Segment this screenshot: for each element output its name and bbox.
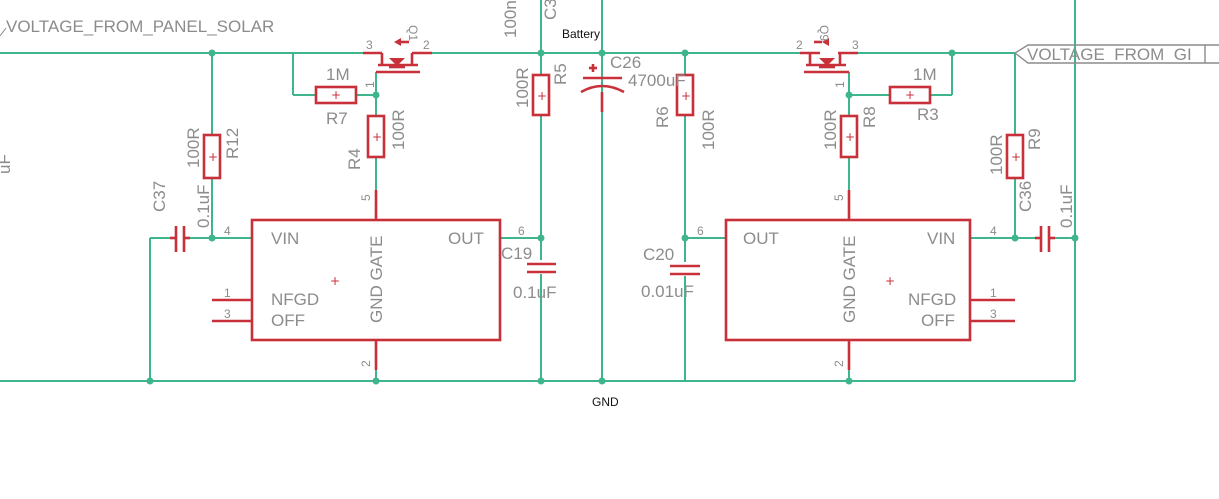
svg-text:+: +: [208, 150, 218, 164]
right-reg-vin-label: VIN: [927, 229, 955, 248]
left-reg-pin-vin: 4: [224, 224, 231, 238]
right-reg-pin-vin: 4: [990, 224, 997, 238]
right-reg-pin-gate: 5: [832, 194, 846, 201]
r7-name: R7: [326, 109, 348, 128]
svg-text:+: +: [331, 88, 341, 102]
c26-name: C26: [610, 53, 641, 72]
resistor-r3: + 1M R3: [888, 65, 939, 124]
right-reg-pin-out: 6: [697, 224, 704, 238]
left-reg-pin-gate: 5: [359, 194, 373, 201]
net-label-voltage-from-gi: VOLTAGE_FROM_GI: [1013, 44, 1219, 64]
r6-name: R6: [653, 106, 672, 128]
r6-value: 100R: [699, 109, 718, 150]
svg-text:+: +: [905, 88, 915, 102]
svg-text:VOLTAGE_FROM_GI: VOLTAGE_FROM_GI: [1027, 45, 1192, 64]
capacitor-c19: C19 0.1uF: [501, 244, 556, 302]
r5-name: R5: [551, 63, 570, 85]
c26-value: 4700uF: [628, 71, 686, 90]
svg-text:+: +: [845, 130, 855, 144]
q9-pin-3: 3: [852, 38, 859, 52]
r12-value: 100R: [184, 127, 203, 168]
right-reg-nfgd-label: NFGD: [908, 290, 956, 309]
q1-pin-3: 3: [366, 38, 373, 52]
left-reg-gndgate-label: GND GATE: [367, 235, 386, 323]
svg-text:+: +: [681, 89, 691, 103]
right-reg-off-label: OFF: [921, 311, 955, 330]
r8-value: 100R: [821, 109, 840, 150]
q1-pin-1: 1: [363, 81, 377, 88]
c36-name: C36: [1016, 181, 1035, 212]
c37-value: 0.1uF: [194, 185, 213, 228]
capacitor-c26: C26 4700uF: [580, 53, 686, 112]
q1-name: Q1: [406, 25, 420, 41]
r12-name: R12: [223, 128, 242, 159]
r8-name: R8: [860, 106, 879, 128]
resistor-r6: + 100R R6: [653, 73, 718, 150]
right-reg-out-label: OUT: [743, 229, 779, 248]
left-reg-vin-label: VIN: [271, 229, 299, 248]
c19-name: C19: [501, 244, 532, 263]
c37-name: C37: [150, 181, 169, 212]
junction-dots: [146, 49, 1079, 385]
right-reg-pin-nfgd: 1: [990, 286, 997, 300]
right-reg-origin-mark: +: [885, 274, 895, 288]
q9-pin-1: 1: [833, 81, 847, 88]
left-reg-out-label: OUT: [448, 229, 484, 248]
left-reg-off-label: OFF: [271, 311, 305, 330]
left-reg-pin-off: 3: [224, 307, 231, 321]
capacitor-c37: C37 0.1uF: [150, 181, 213, 252]
r9-name: R9: [1025, 128, 1044, 150]
svg-text:VOLTAGE_FROM_PANEL_SOLAR: VOLTAGE_FROM_PANEL_SOLAR: [6, 17, 274, 36]
svg-text:+: +: [1011, 150, 1021, 164]
net-label-gnd: GND: [592, 395, 619, 409]
resistor-r7: + 1M R7: [314, 65, 358, 128]
right-reg-pin-off: 3: [990, 307, 997, 321]
r4-name: R4: [345, 148, 364, 170]
right-regulator: OUT VIN NFGD OFF GND GATE + 6 5 4 1 3 2: [697, 190, 1015, 370]
r9-value: 100R: [987, 134, 1006, 175]
svg-text:+: +: [537, 89, 547, 103]
mosfet-q1: 3 2 1 Q1: [363, 25, 432, 88]
c3-name-partial: C3: [541, 0, 560, 20]
left-reg-pin-gnd: 2: [359, 360, 373, 367]
q9-name: Q9: [817, 25, 831, 41]
r7-value: 1M: [326, 65, 350, 84]
left-reg-origin-mark: +: [330, 274, 340, 288]
c20-value: 0.01uF: [641, 282, 694, 301]
resistor-r4: + 100R R4: [345, 109, 408, 170]
left-edge-partial-value: uF: [0, 154, 14, 174]
net-label-voltage-from-panel-solar: VOLTAGE_FROM_PANEL_SOLAR: [0, 17, 274, 37]
q1-pin-2: 2: [423, 38, 430, 52]
right-reg-gndgate-label: GND GATE: [840, 235, 859, 323]
c20-name: C20: [643, 245, 674, 264]
c19-value: 0.1uF: [513, 283, 556, 302]
q9-pin-2: 2: [796, 38, 803, 52]
left-regulator: VIN OUT NFGD OFF GND GATE + 4 5 6 1 3 2: [212, 190, 525, 370]
mosfet-q9: 2 3 1 Q9: [796, 25, 859, 88]
net-label-battery: Battery: [562, 27, 600, 41]
right-reg-pin-gnd: 2: [832, 360, 846, 367]
r3-value: 1M: [913, 65, 937, 84]
c3-value-partial: 100n: [501, 0, 520, 38]
left-reg-nfgd-label: NFGD: [271, 290, 319, 309]
left-reg-pin-out: 6: [518, 224, 525, 238]
c36-value: 0.1uF: [1057, 185, 1076, 228]
left-reg-pin-nfgd: 1: [224, 286, 231, 300]
resistor-r5: + 100R R5: [513, 63, 570, 117]
svg-text:+: +: [372, 130, 382, 144]
resistor-r9: + 100R R9: [987, 128, 1044, 180]
r3-name: R3: [917, 105, 939, 124]
capacitor-c36: C36 0.1uF: [1016, 181, 1076, 252]
resistor-r12: + 100R R12: [184, 127, 242, 180]
resistor-r8: + 100R R8: [821, 106, 879, 159]
capacitor-c20: C20 0.01uF: [641, 245, 700, 301]
r4-value: 100R: [389, 109, 408, 150]
r5-value: 100R: [513, 67, 532, 108]
